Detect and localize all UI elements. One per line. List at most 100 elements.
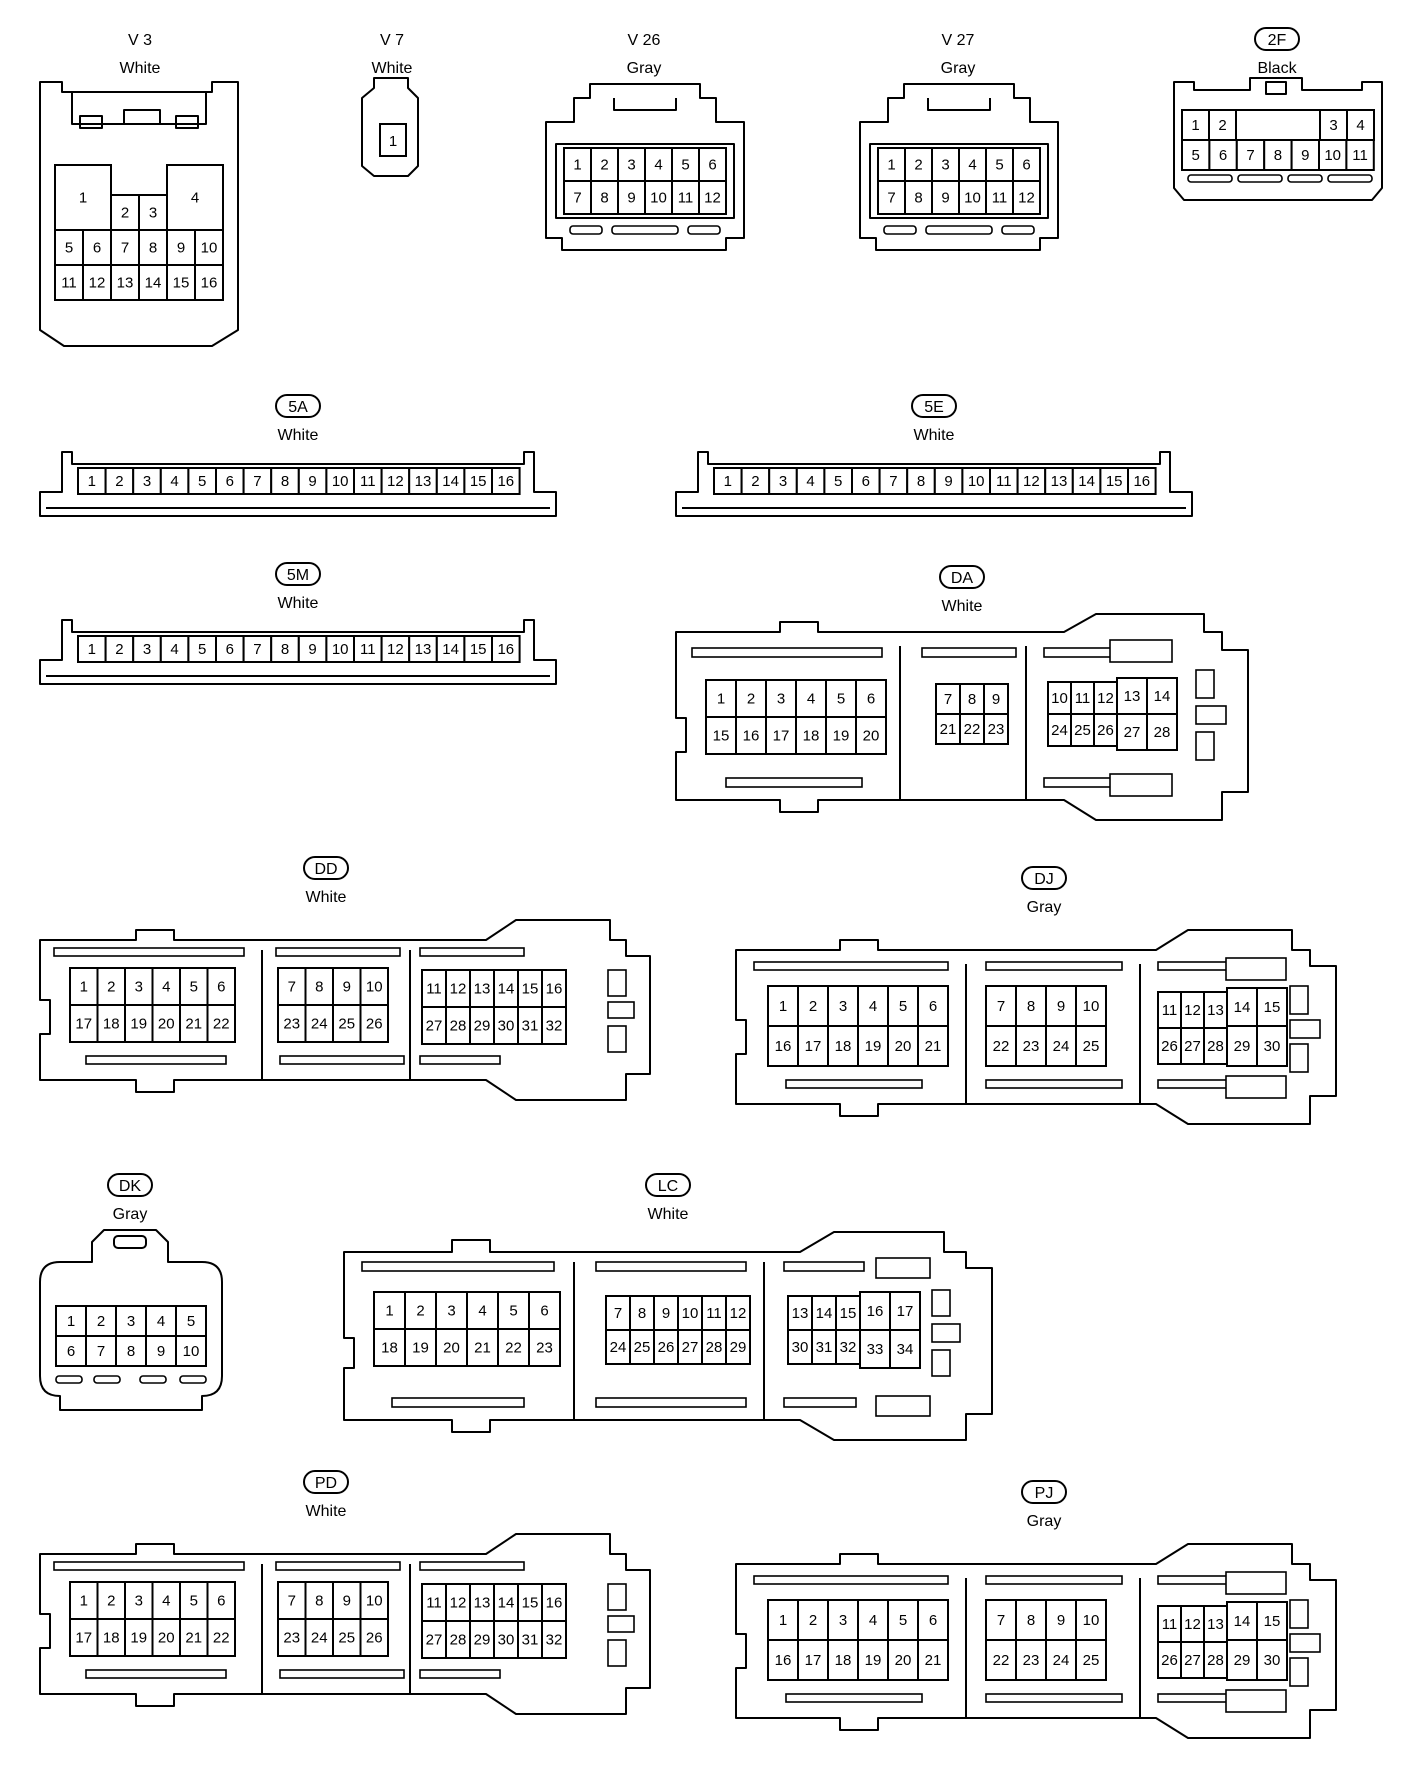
pin-label: 3 <box>135 1593 143 1610</box>
pin-cell <box>933 467 964 495</box>
pin-label: 28 <box>1207 1038 1224 1055</box>
pin-label: 7 <box>889 473 897 490</box>
housing-slot <box>275 1561 401 1571</box>
pin-label: 3 <box>143 641 151 658</box>
pin-label: 7 <box>253 473 261 490</box>
pin-label: 15 <box>1264 999 1281 1016</box>
housing-slot <box>1289 1633 1321 1653</box>
pin-label: 26 <box>1161 1652 1178 1669</box>
pin-label: 11 <box>61 275 77 292</box>
pin-label: 6 <box>67 1343 75 1360</box>
connector-housing <box>675 451 1193 517</box>
pin-label: 6 <box>93 240 101 257</box>
pin-label: 16 <box>201 275 218 292</box>
pin-label: 3 <box>127 1313 135 1330</box>
pin-cell <box>1290 139 1320 171</box>
pin-cell <box>851 467 881 495</box>
housing-slots <box>883 225 1035 235</box>
housing-slot <box>753 1575 949 1585</box>
pin-label: 16 <box>497 473 514 490</box>
pin-cell <box>629 1329 655 1365</box>
pin-cell <box>1256 1601 1288 1641</box>
pin-cell <box>166 264 196 301</box>
pin-cell <box>69 1618 99 1657</box>
pin-label: 9 <box>343 1593 351 1610</box>
pin-label: 8 <box>917 473 925 490</box>
pin-label: 6 <box>226 641 234 658</box>
pin-label: 21 <box>185 1630 202 1647</box>
pin-label: 29 <box>1234 1652 1251 1669</box>
pin-cell <box>797 1599 829 1641</box>
pin-label: 29 <box>730 1339 747 1356</box>
pin-cell <box>277 1581 307 1620</box>
pin-label: 7 <box>97 1343 105 1360</box>
connector-housing <box>859 83 1059 251</box>
latch-outline <box>613 98 677 111</box>
pin-cell <box>1075 1639 1107 1681</box>
pin-cell <box>931 180 960 215</box>
connector-code: DK <box>119 1178 142 1195</box>
connector-code: V 26 <box>628 32 661 49</box>
connector-housing <box>39 919 651 1101</box>
housing-divider <box>261 950 411 1080</box>
pin-cell <box>765 716 797 755</box>
pin-label: 16 <box>775 1652 792 1669</box>
pin-cell <box>215 467 245 495</box>
pin-label: 14 <box>1234 1613 1251 1630</box>
pin-label: 13 <box>1124 688 1141 705</box>
pin-cell <box>159 635 190 663</box>
pin-label: 12 <box>730 1305 747 1322</box>
pin-label: 25 <box>1083 1652 1100 1669</box>
housing-slot <box>1225 1075 1287 1099</box>
pin-label: 29 <box>474 1018 491 1035</box>
pin-label: 20 <box>863 728 880 745</box>
connector-v7: V 7 White 1 <box>361 32 419 177</box>
pin-cell <box>917 1639 949 1681</box>
pin-cell <box>701 1329 727 1365</box>
pin-cell <box>617 180 646 215</box>
pin-label: 7 <box>997 998 1005 1015</box>
connector-code-oval <box>303 856 349 880</box>
connector-code: V 27 <box>942 32 975 49</box>
pin-label: 3 <box>839 1612 847 1629</box>
pin-label: 8 <box>149 240 157 257</box>
pin-label: 14 <box>442 641 459 658</box>
pin-cell <box>1263 139 1293 171</box>
housing-slot <box>985 1693 1123 1703</box>
pin-cell <box>917 1599 949 1641</box>
pin-label: 24 <box>1051 722 1068 739</box>
connector-color: Gray <box>1027 1513 1062 1530</box>
pin-label: 1 <box>779 1612 787 1629</box>
pin-cell <box>983 713 1009 745</box>
housing-slot <box>1289 1019 1321 1039</box>
pin-label: 4 <box>1356 117 1364 134</box>
pin-label: 26 <box>366 1016 383 1033</box>
housing-slot <box>1157 961 1231 971</box>
pin-label: 3 <box>627 157 635 174</box>
pin-label: 2 <box>416 1303 424 1320</box>
housing-slot <box>1225 1571 1287 1595</box>
housing-slot <box>419 1055 501 1065</box>
pin-label: 5 <box>834 473 842 490</box>
pin-label: 28 <box>706 1339 723 1356</box>
pin-cell <box>989 467 1019 495</box>
connector-code: DD <box>314 861 337 878</box>
pin-label: 11 <box>1352 147 1368 164</box>
pin-cell <box>725 1329 751 1365</box>
pin-label: 10 <box>968 473 985 490</box>
housing-slot <box>419 1561 525 1571</box>
pin-cell <box>1319 109 1348 141</box>
connector-code: PJ <box>1035 1485 1054 1502</box>
pin-cell <box>767 985 799 1027</box>
pin-cell <box>206 1004 236 1043</box>
pin-label: 6 <box>708 157 716 174</box>
connector-color: White <box>306 1503 347 1520</box>
pin-label: 17 <box>75 1630 92 1647</box>
pin-label: 14 <box>1234 999 1251 1016</box>
pin-label: 9 <box>1301 147 1309 164</box>
connector-code: V 3 <box>128 32 152 49</box>
pin-label: 6 <box>217 979 225 996</box>
pin-label: 31 <box>522 1018 539 1035</box>
